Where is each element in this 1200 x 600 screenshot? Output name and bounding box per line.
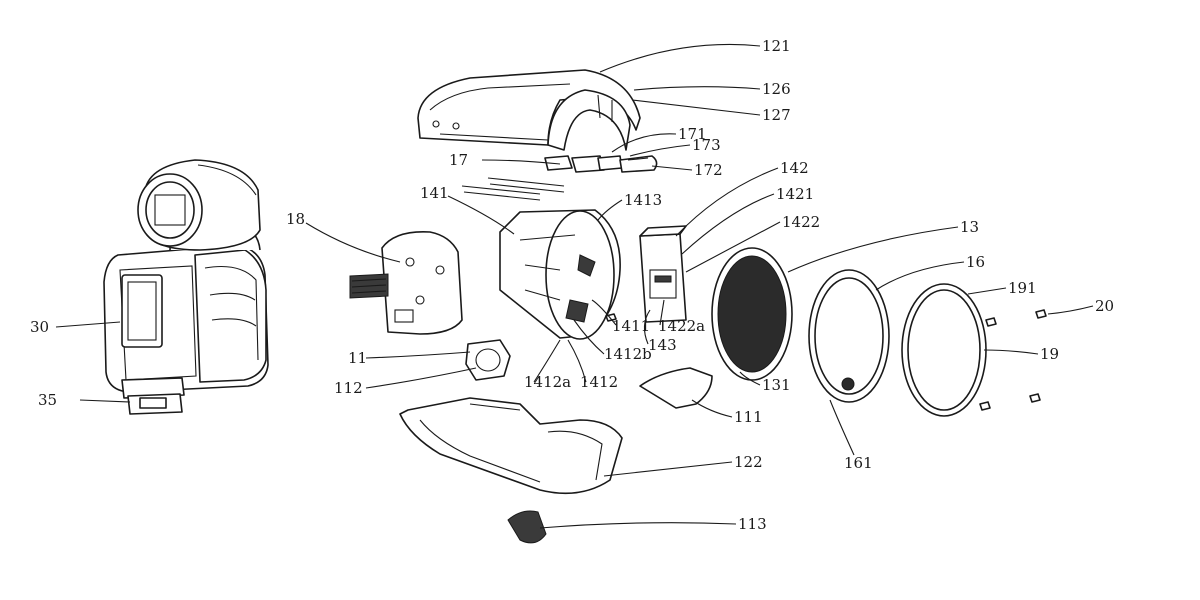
knob-113 bbox=[507, 510, 547, 544]
callout-11: 11 bbox=[348, 349, 367, 367]
callout-19: 19 bbox=[1040, 345, 1059, 363]
callout-1421: 1421 bbox=[776, 185, 814, 203]
callout-122: 122 bbox=[734, 453, 763, 471]
upper-housing-121 bbox=[417, 69, 641, 151]
reflector-frame-14 bbox=[499, 209, 621, 340]
diffuser-lens-13 bbox=[711, 247, 793, 381]
callout-1422: 1422 bbox=[782, 213, 820, 231]
callout-30: 30 bbox=[30, 318, 49, 336]
leader-lines bbox=[55, 43, 1094, 529]
callout-1411: 1411 bbox=[612, 317, 650, 335]
bracket-142 bbox=[639, 225, 687, 323]
callout-172: 172 bbox=[694, 161, 723, 179]
lamp-module-11 bbox=[465, 339, 511, 381]
callout-13: 13 bbox=[960, 218, 979, 236]
callout-16: 16 bbox=[966, 253, 985, 271]
callout-20: 20 bbox=[1095, 297, 1114, 315]
lower-housing-122 bbox=[399, 397, 623, 495]
ring-19 bbox=[901, 283, 987, 417]
callout-1412b: 1412b bbox=[604, 345, 652, 363]
callout-18: 18 bbox=[286, 210, 305, 228]
callout-121: 121 bbox=[762, 37, 791, 55]
callout-1412: 1412 bbox=[580, 373, 618, 391]
callout-113: 113 bbox=[738, 515, 767, 533]
callout-191: 191 bbox=[1008, 279, 1037, 297]
callout-17: 17 bbox=[449, 151, 468, 169]
callout-126: 126 bbox=[762, 80, 791, 98]
cover-piece-111 bbox=[639, 367, 713, 409]
callout-142: 142 bbox=[780, 159, 809, 177]
callout-112: 112 bbox=[334, 379, 363, 397]
callout-labels: 121 126 127 171 173 17 172 142 1421 141 … bbox=[30, 37, 1114, 533]
callout-35: 35 bbox=[38, 391, 57, 409]
ring-16 bbox=[808, 269, 890, 403]
switch-assembly-17 bbox=[461, 155, 658, 201]
callout-111: 111 bbox=[734, 408, 763, 426]
callout-173: 173 bbox=[692, 136, 721, 154]
screws-20 bbox=[605, 309, 1047, 411]
callout-1413: 1413 bbox=[624, 191, 662, 209]
callout-131: 131 bbox=[762, 376, 791, 394]
callout-143: 143 bbox=[648, 336, 677, 354]
callout-171: 171 bbox=[678, 125, 707, 143]
assembled-flash-unit bbox=[103, 159, 269, 415]
callout-127: 127 bbox=[762, 106, 791, 124]
circuit-board-18 bbox=[349, 231, 463, 335]
callout-141: 141 bbox=[420, 184, 449, 202]
callout-161: 161 bbox=[844, 454, 873, 472]
callout-1412a: 1412a bbox=[524, 373, 571, 391]
callout-1422a: 1422a bbox=[658, 317, 705, 335]
